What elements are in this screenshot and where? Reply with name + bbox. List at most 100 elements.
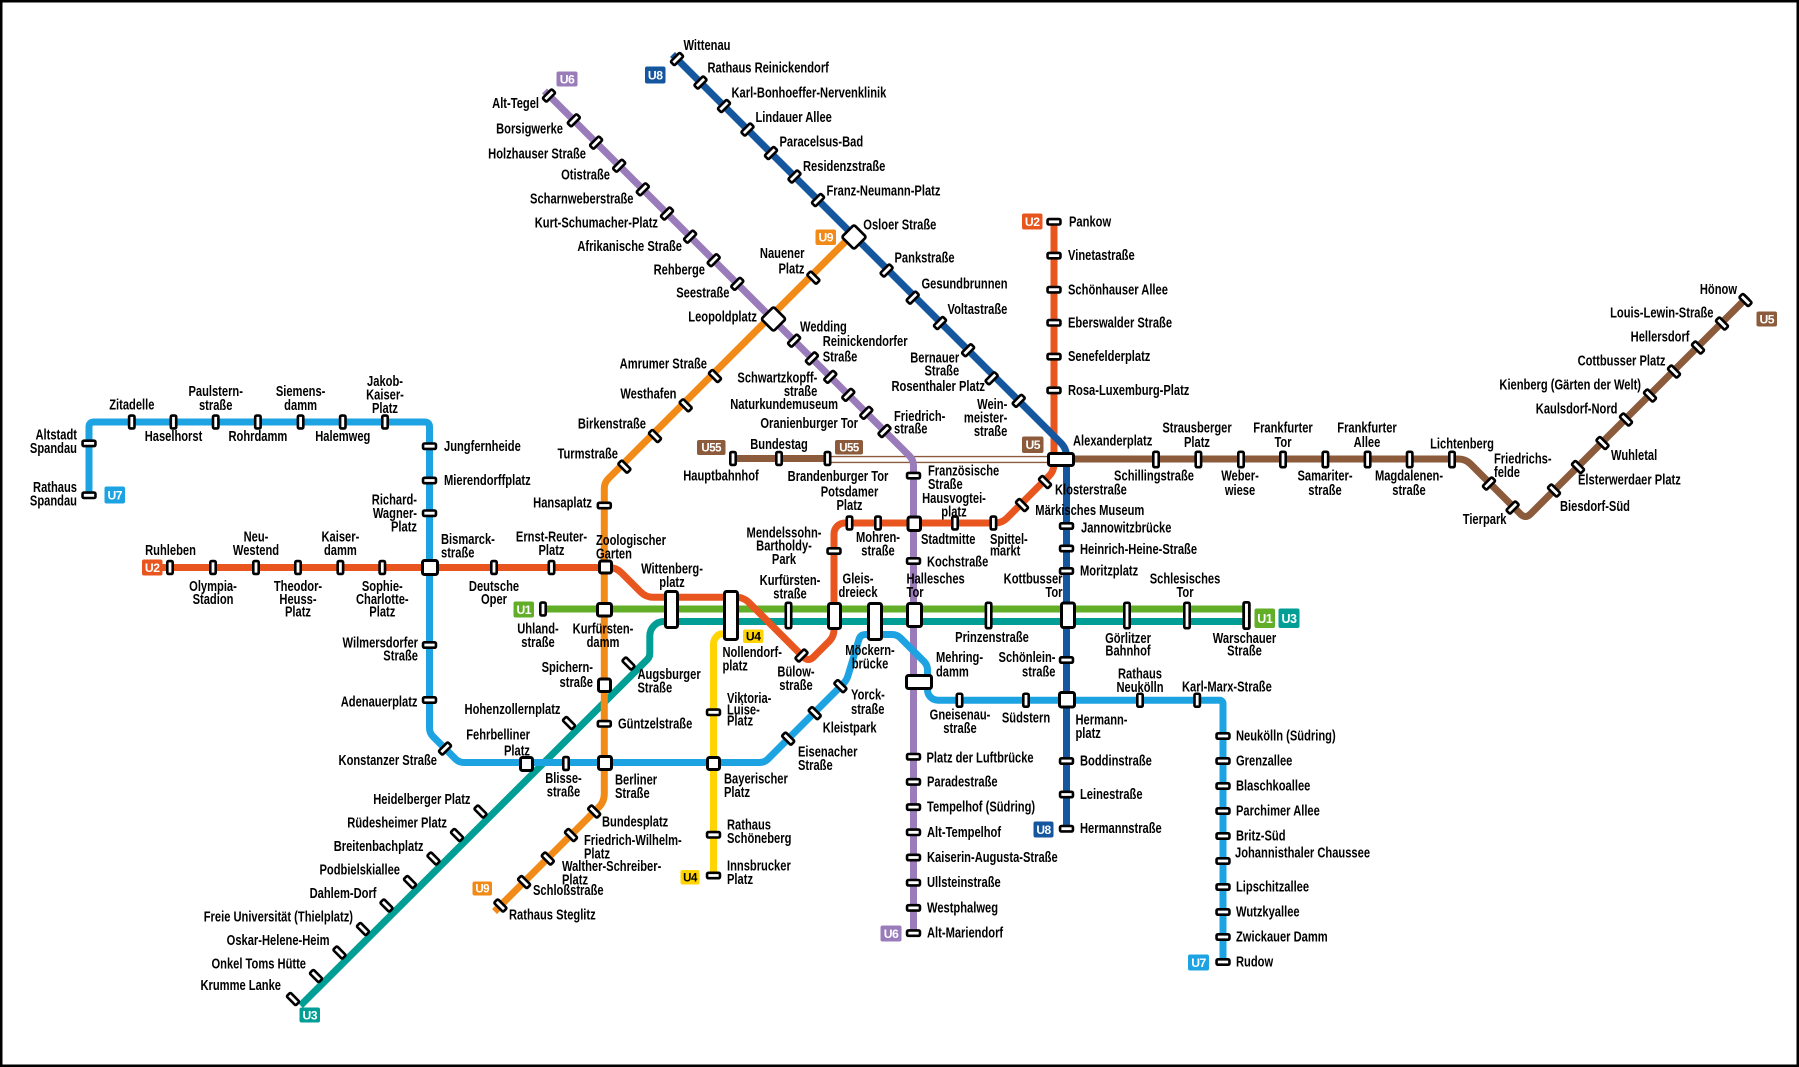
svg-text:Mohren-straße: Mohren-straße [856,529,900,559]
svg-text:Heinrich-Heine-Straße: Heinrich-Heine-Straße [1080,541,1197,558]
svg-text:Möckern-brücke: Möckern-brücke [845,642,895,672]
svg-text:Schloßstraße: Schloßstraße [533,882,604,899]
svg-text:Gneisenau-straße: Gneisenau-straße [930,706,991,736]
svg-text:Karl-Bonhoeffer-Nervenklinik: Karl-Bonhoeffer-Nervenklinik [732,84,888,101]
svg-text:Prinzenstraße: Prinzenstraße [955,629,1029,646]
svg-text:Theodor-Heuss-Platz: Theodor-Heuss-Platz [274,578,322,620]
svg-text:Elsterwerdaer Platz: Elsterwerdaer Platz [1578,471,1681,488]
svg-text:Onkel Toms Hütte: Onkel Toms Hütte [211,955,306,972]
svg-text:Seestraße: Seestraße [676,284,729,301]
svg-text:Yorck-straße: Yorck-straße [851,686,885,717]
svg-text:Boddinstraße: Boddinstraße [1080,752,1152,769]
svg-text:Siemens-damm: Siemens-damm [276,383,326,413]
svg-text:Freie Universität (Thielplatz): Freie Universität (Thielplatz) [204,908,353,925]
svg-text:Wuhletal: Wuhletal [1611,447,1657,464]
svg-text:Uhland-straße: Uhland-straße [517,620,558,650]
svg-text:Alt-Tegel: Alt-Tegel [492,95,539,112]
svg-text:Paracelsus-Bad: Paracelsus-Bad [780,133,864,150]
svg-text:Lipschitzallee: Lipschitzallee [1236,878,1309,895]
svg-text:Neukölln (Südring): Neukölln (Südring) [1236,727,1336,744]
svg-text:Hohenzollernplatz: Hohenzollernplatz [465,701,561,718]
svg-text:Wittenberg-platz: Wittenberg-platz [641,560,703,590]
svg-text:Weber-wiese: Weber-wiese [1221,467,1259,498]
svg-text:Alt-Mariendorf: Alt-Mariendorf [927,924,1004,941]
svg-text:Wittenau: Wittenau [684,37,731,54]
svg-text:Kaiser-damm: Kaiser-damm [322,528,360,558]
svg-text:Güntzelstraße: Güntzelstraße [618,715,692,732]
svg-text:Blisse-straße: Blisse-straße [545,770,582,800]
svg-text:Schönhauser Allee: Schönhauser Allee [1068,281,1168,298]
svg-text:Rohrdamm: Rohrdamm [228,428,287,445]
svg-text:Oranienburger Tor: Oranienburger Tor [760,415,858,432]
svg-text:Voltastraße: Voltastraße [948,301,1008,318]
svg-text:Westhafen: Westhafen [620,385,676,402]
svg-text:Paradestraße: Paradestraße [927,773,998,790]
svg-text:Naturkundemuseum: Naturkundemuseum [730,396,838,413]
svg-text:Louis-Lewin-Straße: Louis-Lewin-Straße [1610,304,1713,321]
svg-text:U3: U3 [1282,612,1298,626]
svg-text:Leopoldplatz: Leopoldplatz [688,308,757,325]
svg-text:U55: U55 [701,443,722,455]
svg-text:Tempelhof (Südring): Tempelhof (Südring) [927,798,1035,815]
svg-text:Eberswalder Straße: Eberswalder Straße [1068,314,1172,331]
svg-text:Kienberg (Gärten der Welt): Kienberg (Gärten der Welt) [1499,376,1641,393]
svg-text:Residenzstraße: Residenzstraße [803,158,885,175]
svg-text:Leinestraße: Leinestraße [1080,786,1143,803]
svg-text:Moritzplatz: Moritzplatz [1080,562,1138,579]
svg-text:Pankstraße: Pankstraße [895,249,955,266]
svg-text:U1: U1 [1257,612,1273,626]
svg-text:Otistraße: Otistraße [561,166,610,183]
svg-text:Konstanzer Straße: Konstanzer Straße [339,752,437,769]
svg-text:Platz der Luftbrücke: Platz der Luftbrücke [927,749,1034,766]
svg-text:U5: U5 [1026,438,1041,452]
svg-text:U7: U7 [1191,956,1206,970]
svg-text:Neu-Westend: Neu-Westend [233,528,279,558]
svg-text:Mehring-damm: Mehring-damm [936,649,983,680]
svg-text:Gesundbrunnen: Gesundbrunnen [922,275,1008,292]
svg-text:Kleistpark: Kleistpark [823,719,878,736]
svg-text:U8: U8 [1036,823,1051,837]
svg-text:Bismarck-straße: Bismarck-straße [441,531,495,561]
svg-text:Olympia-Stadion: Olympia-Stadion [189,578,237,608]
svg-text:Brandenburger Tor: Brandenburger Tor [788,468,889,485]
svg-text:Kurfürsten-straße: Kurfürsten-straße [760,572,821,602]
svg-text:U8: U8 [648,68,663,82]
svg-text:Grenzallee: Grenzallee [1236,752,1292,769]
svg-text:Kaiserin-Augusta-Straße: Kaiserin-Augusta-Straße [927,849,1058,866]
svg-text:Osloer Straße: Osloer Straße [863,216,936,233]
svg-text:Birkenstraße: Birkenstraße [578,415,646,432]
svg-text:Parchimer Allee: Parchimer Allee [1236,802,1320,819]
svg-text:Krumme Lanke: Krumme Lanke [200,977,281,994]
svg-text:Schillingstraße: Schillingstraße [1114,467,1194,484]
svg-text:Pankow: Pankow [1069,213,1111,230]
svg-text:U4: U4 [746,630,761,644]
svg-text:Rehberge: Rehberge [654,261,705,278]
svg-text:Westphalweg: Westphalweg [927,899,998,916]
svg-text:Halemweg: Halemweg [315,428,370,445]
svg-text:Kochstraße: Kochstraße [927,553,988,570]
svg-text:U55: U55 [839,442,860,454]
svg-text:Zitadelle: Zitadelle [109,396,154,413]
svg-text:Mendelssohn-Bartholdy-Park: Mendelssohn-Bartholdy-Park [747,524,822,568]
svg-text:Jungfernheide: Jungfernheide [444,437,521,454]
svg-text:Kurfürsten-damm: Kurfürsten-damm [573,620,634,650]
svg-text:Johannisthaler Chaussee: Johannisthaler Chaussee [1235,844,1370,861]
svg-text:Ernst-Reuter-Platz: Ernst-Reuter-Platz [516,528,587,558]
svg-text:Alexanderplatz: Alexanderplatz [1073,432,1152,449]
svg-text:Scharnweberstraße: Scharnweberstraße [530,190,633,207]
svg-text:U9: U9 [475,884,489,896]
svg-text:Podbielskiallee: Podbielskiallee [319,861,400,878]
svg-text:Märkisches Museum: Märkisches Museum [1035,502,1144,519]
